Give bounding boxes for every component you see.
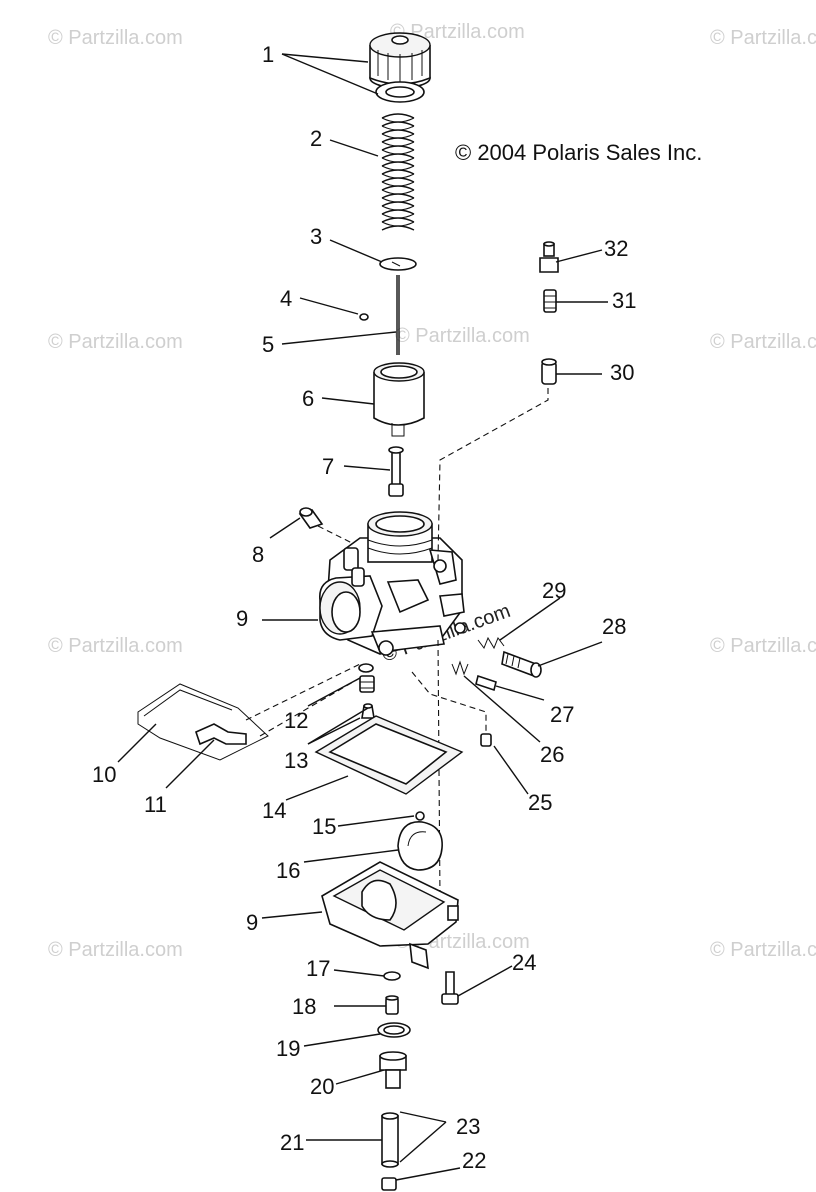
label-7: 7 (322, 454, 334, 479)
part-6-throttle-slide (373, 362, 425, 437)
part-22-cap (381, 1177, 397, 1191)
label-32: 32 (604, 236, 628, 261)
part-30-holder (541, 358, 557, 385)
part-25-jet (480, 733, 492, 747)
label-22: 22 (462, 1148, 486, 1173)
part-10-dashed-path (245, 663, 361, 721)
label-15: 15 (312, 814, 336, 839)
watermark-11: © Partzilla.com (710, 939, 816, 961)
label-25: 25 (528, 790, 552, 815)
part-8-plug (298, 507, 324, 529)
label-28: 28 (602, 614, 626, 639)
watermark-7: © Partzilla.com (48, 635, 183, 657)
part-28-screw (501, 650, 542, 678)
watermark-8: © Partzilla.com (710, 635, 816, 657)
label-23: 23 (456, 1114, 480, 1139)
part-4-clip (359, 313, 369, 321)
label-3: 3 (310, 224, 322, 249)
part-32-jet (539, 241, 559, 273)
part-18-jet (385, 995, 399, 1015)
label-21: 21 (280, 1130, 304, 1155)
part-labels: 1 2 3 4 5 6 7 8 9 10 11 12 13 14 15 16 9… (92, 42, 636, 1173)
part-26-spring (451, 660, 469, 676)
watermark-1: © Partzilla.com (48, 27, 183, 49)
label-16: 16 (276, 858, 300, 883)
label-11: 11 (144, 792, 167, 817)
part-1-cap (369, 32, 431, 103)
part-25-dashed-path (411, 671, 487, 734)
label-10: 10 (92, 762, 116, 787)
label-1: 1 (262, 42, 274, 67)
part-24-screw (441, 971, 459, 1005)
part-9-float-bowl (321, 861, 459, 970)
label-17: 17 (306, 956, 330, 981)
label-5: 5 (262, 332, 274, 357)
label-13: 13 (284, 748, 308, 773)
label-19: 19 (276, 1036, 300, 1061)
part-11-hose-fitting (195, 723, 247, 746)
label-8: 8 (252, 542, 264, 567)
label-24: 24 (512, 950, 536, 975)
watermark-4: © Partzilla.com (48, 331, 183, 353)
part-10-tube (137, 683, 269, 761)
part-14-gasket (314, 715, 464, 795)
part-5-needle (396, 275, 400, 355)
part-3-clip-plate (379, 257, 417, 271)
part-7-screw (388, 446, 404, 497)
part-29-spring (477, 636, 505, 650)
label-2: 2 (310, 126, 322, 151)
part-30-dashed-path (437, 388, 549, 901)
part-9-carb-body (319, 511, 466, 656)
label-30: 30 (610, 360, 634, 385)
part-31-needle-jet (543, 289, 557, 313)
part-20-fitting (379, 1051, 407, 1089)
label-9-top: 9 (236, 606, 248, 631)
watermark-3: © Partzilla.com (710, 27, 816, 49)
part-16-float (397, 821, 443, 871)
label-20: 20 (310, 1074, 334, 1099)
part-21-pipe (381, 1112, 399, 1168)
label-31: 31 (612, 288, 636, 313)
label-9-bottom: 9 (246, 910, 258, 935)
label-4: 4 (280, 286, 292, 311)
part-19-o-ring (377, 1022, 411, 1038)
part-15-pin (415, 811, 425, 821)
watermark-5: © Partzilla.com (395, 325, 530, 347)
label-14: 14 (262, 798, 286, 823)
label-29: 29 (542, 578, 566, 603)
label-27: 27 (550, 702, 574, 727)
part-27-screw (475, 674, 497, 692)
part-12-jet (358, 663, 375, 693)
label-12: 12 (284, 708, 308, 733)
watermark-6: © Partzilla.com (710, 331, 816, 353)
watermark-9: © Partzilla.com (48, 939, 183, 961)
label-6: 6 (302, 386, 314, 411)
part-2-spring (381, 113, 415, 231)
label-18: 18 (292, 994, 316, 1019)
copyright-text: © 2004 Polaris Sales Inc. (455, 140, 702, 165)
leader-lines (117, 53, 608, 1181)
label-26: 26 (540, 742, 564, 767)
part-17-washer (383, 971, 401, 981)
